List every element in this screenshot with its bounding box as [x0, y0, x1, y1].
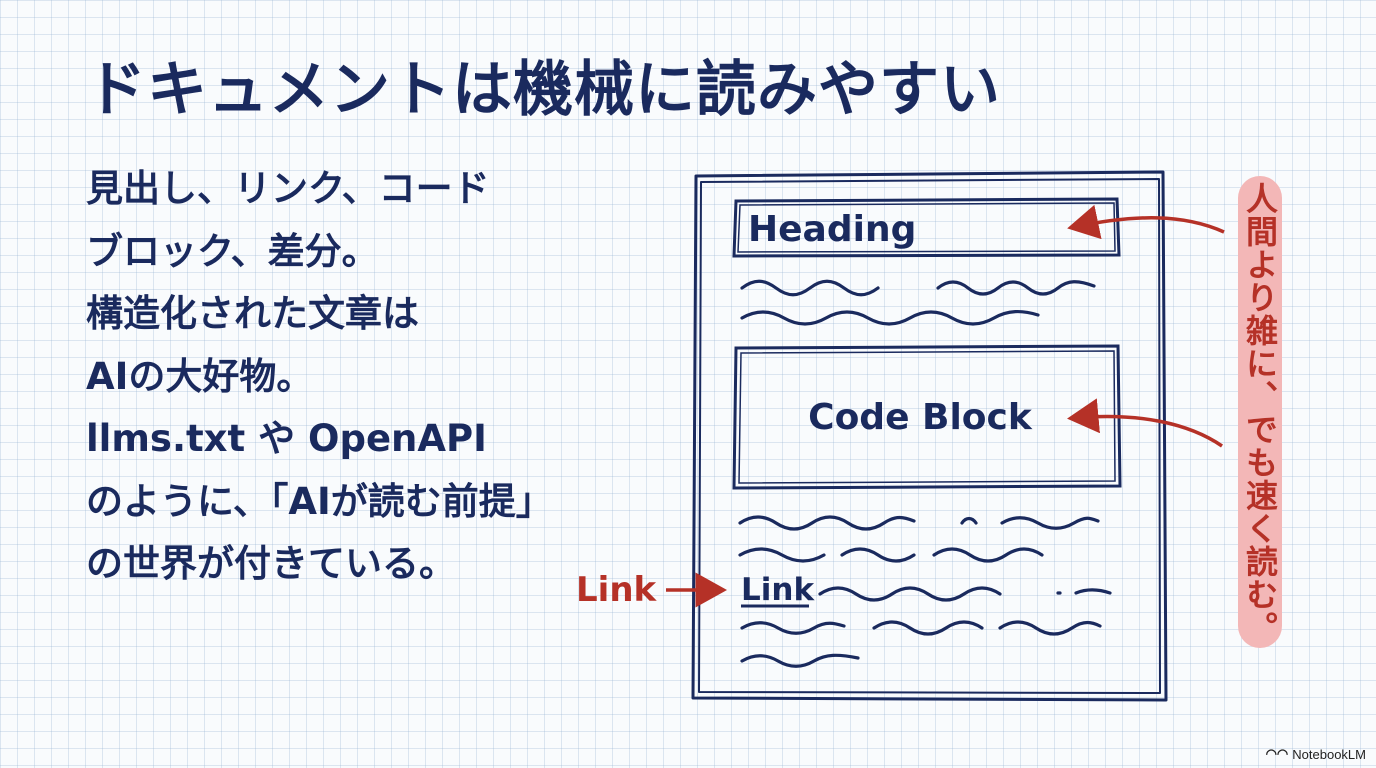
document-outline — [691, 170, 1168, 702]
body-line: 見出し、リンク、コード — [86, 167, 490, 210]
code-block-box — [732, 344, 1122, 490]
heading-label: Heading — [748, 209, 916, 250]
body-line: のように、「AIが読む前提」 — [86, 479, 553, 523]
footer-brand: ◠◠ NotebookLM — [1266, 746, 1366, 762]
internal-link-label: Link — [741, 572, 815, 608]
body-line: ブロック、差分。 — [86, 229, 379, 273]
side-note-callout: 人間より雑に、でも速く読む。 — [1238, 176, 1282, 648]
scribble-text-lines — [740, 279, 1096, 326]
heading-box — [732, 197, 1121, 258]
slide-title: ドキュメントは機械に読みやすい — [86, 55, 1001, 125]
scribble-text-lines — [738, 515, 1112, 668]
body-text: 見出し、リンク、コード ブロック、差分。 構造化された文章は AIの大好物。 l… — [86, 158, 626, 596]
body-line: の世界が付きている。 — [86, 542, 456, 585]
body-line: 構造化された文章は — [86, 292, 419, 335]
heading-arrow — [1067, 204, 1225, 240]
side-note-text: 人間より雑に、でも速く読む。 — [1241, 182, 1279, 644]
code-block-label: Code Block — [808, 397, 1033, 438]
footer-brand-label: NotebookLM — [1292, 746, 1366, 762]
external-link-label: Link — [576, 570, 658, 610]
body-line: AIの大好物。 — [86, 354, 314, 398]
notebooklm-logo-icon: ◠◠ — [1265, 746, 1289, 761]
body-line: llms.txt や OpenAPI — [86, 417, 487, 460]
code-block-arrow — [1067, 398, 1223, 448]
